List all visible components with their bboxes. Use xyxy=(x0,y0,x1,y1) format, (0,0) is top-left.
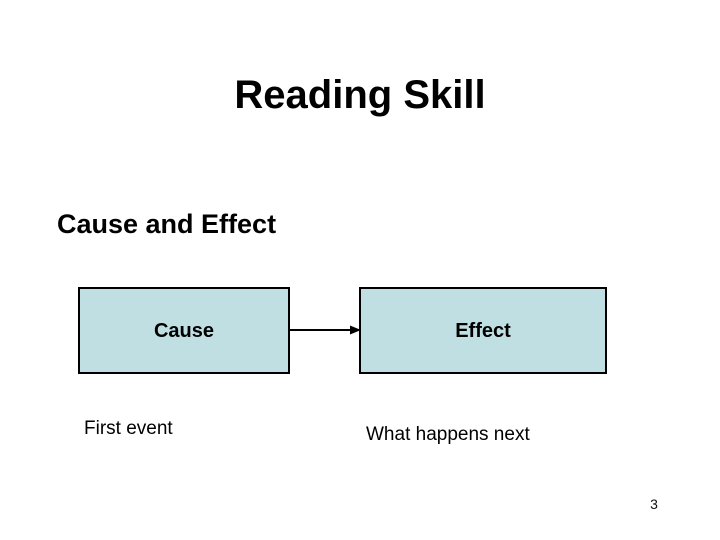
page-number: 3 xyxy=(650,496,658,512)
effect-caption: What happens next xyxy=(366,424,530,445)
cause-caption: First event xyxy=(84,418,173,439)
page-title: Reading Skill xyxy=(234,73,486,117)
section-heading: Cause and Effect xyxy=(57,209,277,239)
cause-to-effect-arrow-icon xyxy=(289,325,361,335)
effect-node-box: Effect xyxy=(359,287,607,374)
cause-node-box: Cause xyxy=(78,287,290,374)
effect-node-label: Effect xyxy=(455,319,511,342)
cause-node-label: Cause xyxy=(153,319,215,342)
